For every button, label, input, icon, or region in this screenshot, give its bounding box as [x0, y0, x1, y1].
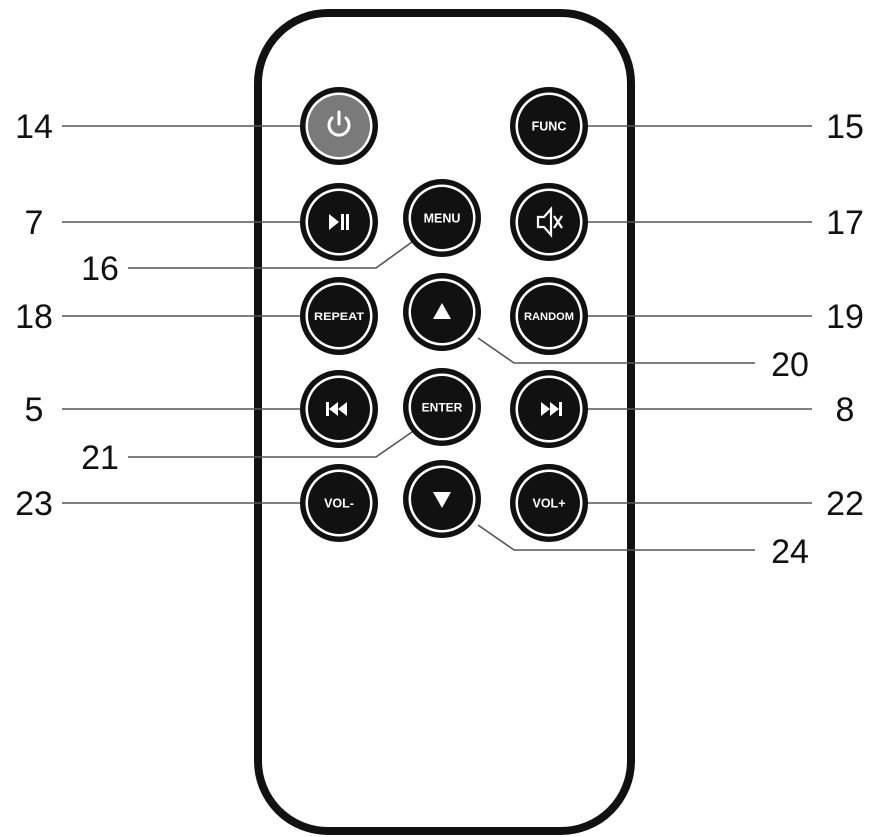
enter-button[interactable]: ENTER	[403, 368, 481, 446]
func-button-label: FUNC	[532, 120, 567, 134]
callout-23: 23	[15, 485, 53, 523]
callout-17: 17	[826, 204, 864, 242]
up-button[interactable]	[403, 273, 481, 351]
power-icon	[327, 110, 351, 137]
previous-track-icon	[326, 402, 347, 416]
random-button[interactable]: RANDOM	[510, 277, 588, 355]
callout-14: 14	[15, 108, 53, 146]
menu-button-label: MENU	[424, 212, 461, 226]
play-button[interactable]	[300, 183, 378, 261]
callout-20: 20	[771, 346, 809, 384]
callout-8: 8	[836, 391, 855, 429]
volup-button-label: VOL+	[533, 497, 566, 511]
callout-7: 7	[25, 204, 44, 242]
menu-button[interactable]: MENU	[403, 179, 481, 257]
callout-24: 24	[771, 533, 809, 571]
leader-line-20	[477, 337, 755, 364]
voldn-button[interactable]: VOL-	[300, 464, 378, 542]
callout-22: 22	[826, 485, 864, 523]
callout-21: 21	[81, 439, 119, 477]
prev-button[interactable]	[300, 370, 378, 448]
play-pause-icon	[329, 214, 349, 230]
repeat-button[interactable]: REPEAT	[300, 277, 378, 355]
remote-buttons: FUNC MENU REPEAT RANDOM ENTER VOL- VOL+	[300, 87, 588, 542]
mute-button[interactable]	[510, 183, 588, 261]
callout-16: 16	[81, 250, 119, 288]
power-button[interactable]	[300, 87, 378, 165]
leader-line-24	[477, 524, 755, 551]
callout-18: 18	[15, 298, 53, 336]
leader-line-21	[128, 431, 413, 458]
func-button[interactable]: FUNC	[510, 87, 588, 165]
enter-button-label: ENTER	[422, 400, 463, 414]
down-button[interactable]	[403, 460, 481, 538]
volup-button[interactable]: VOL+	[510, 464, 588, 542]
callout-5: 5	[25, 391, 44, 429]
voldn-button-label: VOL-	[324, 497, 354, 511]
callout-labels: 14 15 7 16 17 18 20 19 5 21 8 23 24 22	[15, 108, 864, 571]
leader-line-16	[128, 241, 413, 269]
repeat-button-label: REPEAT	[314, 311, 364, 323]
up-arrow-icon	[433, 303, 451, 319]
next-button[interactable]	[510, 370, 588, 448]
leader-lines	[62, 125, 812, 551]
mute-icon	[536, 206, 563, 238]
callout-15: 15	[826, 108, 864, 146]
random-button-label: RANDOM	[524, 311, 574, 323]
down-arrow-icon	[433, 492, 451, 508]
next-track-icon	[541, 402, 562, 416]
callout-19: 19	[826, 298, 864, 336]
